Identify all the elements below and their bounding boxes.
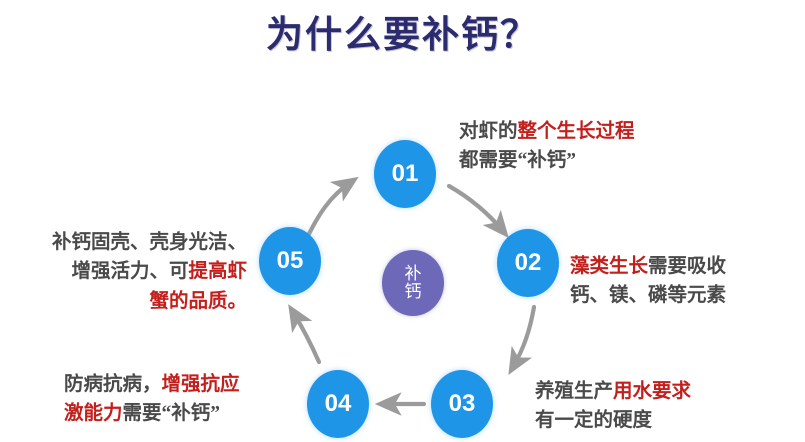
caption-03-line2-plain: 有一定的硬度 [535, 410, 653, 432]
center-hub-line1: 补 [404, 264, 422, 284]
caption-01: 对虾的整个生长过程 都需要“补钙” [459, 117, 635, 176]
step-node-03[interactable]: 03 [431, 370, 493, 438]
caption-03-line1: 养殖生产用水要求 [535, 377, 691, 406]
page-title: 为什么要补钙？ [266, 15, 539, 56]
caption-04-line2-highlight: 激能力 [64, 403, 123, 425]
step-node-05[interactable]: 05 [259, 227, 321, 295]
caption-05: 补钙固壳、壳身光洁、 增强活力、可提高虾 蟹的品质。 [52, 228, 247, 316]
arrow-05-to-01 [303, 176, 359, 243]
step-node-02-label: 02 [514, 249, 542, 276]
caption-01-line1-plain: 对虾的 [459, 121, 518, 142]
caption-01-line1-highlight: 整个生长过程 [517, 121, 635, 142]
caption-02-line1-highlight: 藻类生长 [570, 256, 649, 277]
center-hub: 补 钙 [382, 250, 444, 316]
caption-02-line2-plain: 钙、镁、磷等元素 [570, 285, 727, 307]
step-node-04[interactable]: 04 [307, 370, 369, 438]
caption-05-line2-highlight: 提高虾 [188, 261, 247, 283]
caption-02-line1: 藻类生长需要吸收 [570, 252, 726, 281]
caption-03-line1-highlight: 用水要求 [613, 381, 692, 402]
step-node-02[interactable]: 02 [497, 229, 559, 297]
caption-04-line2-plain: 需要“补钙” [122, 403, 221, 425]
caption-04-line1-highlight: 增强抗应 [161, 374, 240, 395]
caption-05-line3: 蟹的品质。 [52, 287, 247, 316]
caption-05-line1: 补钙固壳、壳身光洁、 [52, 228, 247, 257]
caption-03-line1-plain: 养殖生产 [535, 381, 614, 402]
step-node-05-label: 05 [276, 247, 304, 274]
caption-01-line1: 对虾的整个生长过程 [459, 117, 635, 146]
arrow-04-to-05 [288, 304, 322, 365]
caption-04: 防病抗病，增强抗应 激能力需要“补钙” [64, 370, 240, 429]
caption-05-line3-highlight: 蟹的品质。 [149, 290, 247, 312]
caption-02-line1-plain: 需要吸收 [648, 256, 727, 277]
caption-01-line2: 都需要“补钙” [459, 146, 635, 175]
caption-04-line2: 激能力需要“补钙” [64, 399, 240, 428]
center-hub-line2: 钙 [404, 282, 422, 301]
caption-05-line2: 增强活力、可提高虾 [52, 257, 247, 286]
caption-04-line1-plain: 防病抗病， [64, 374, 162, 395]
caption-02-line2: 钙、镁、磷等元素 [570, 281, 726, 310]
arrow-02-to-03 [508, 304, 537, 375]
caption-04-line1: 防病抗病，增强抗应 [64, 370, 240, 399]
caption-03: 养殖生产用水要求 有一定的硬度 [535, 377, 691, 436]
step-node-01-label: 01 [391, 160, 419, 187]
caption-01-line2-plain: 都需要“补钙” [459, 150, 577, 172]
caption-02: 藻类生长需要吸收 钙、镁、磷等元素 [570, 252, 726, 311]
step-node-04-label: 04 [324, 390, 352, 417]
arrow-01-to-02 [446, 183, 509, 239]
step-node-01[interactable]: 01 [374, 140, 436, 208]
caption-05-line1-plain: 补钙固壳、壳身光洁、 [51, 232, 247, 253]
caption-05-line2-plain: 增强活力、可 [71, 261, 189, 283]
step-node-03-label: 03 [448, 390, 476, 417]
caption-03-line2: 有一定的硬度 [535, 406, 691, 435]
